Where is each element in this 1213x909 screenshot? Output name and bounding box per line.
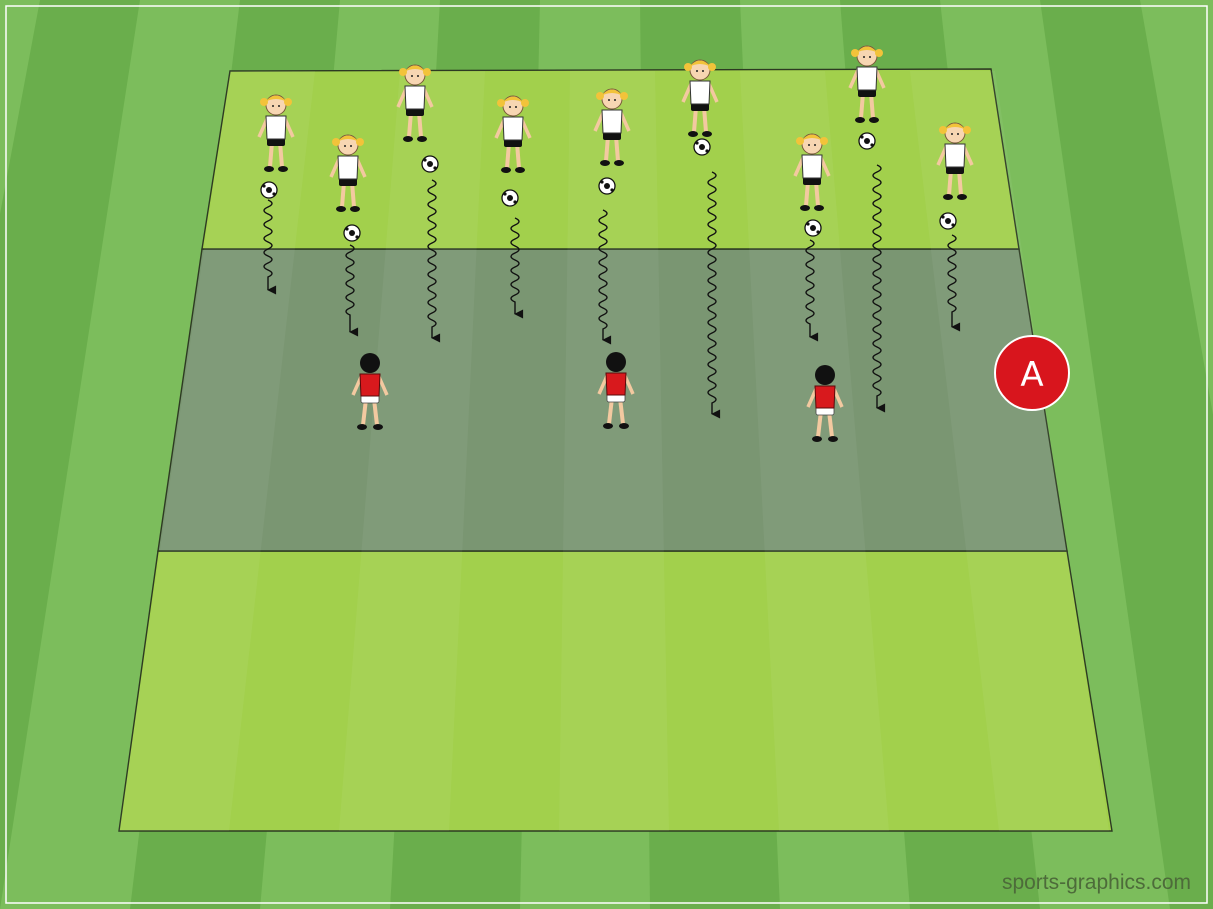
zone-marker-a: A — [995, 336, 1069, 410]
watermark: sports-graphics.com — [1002, 871, 1191, 895]
zone-marker-label: A — [1020, 355, 1043, 395]
